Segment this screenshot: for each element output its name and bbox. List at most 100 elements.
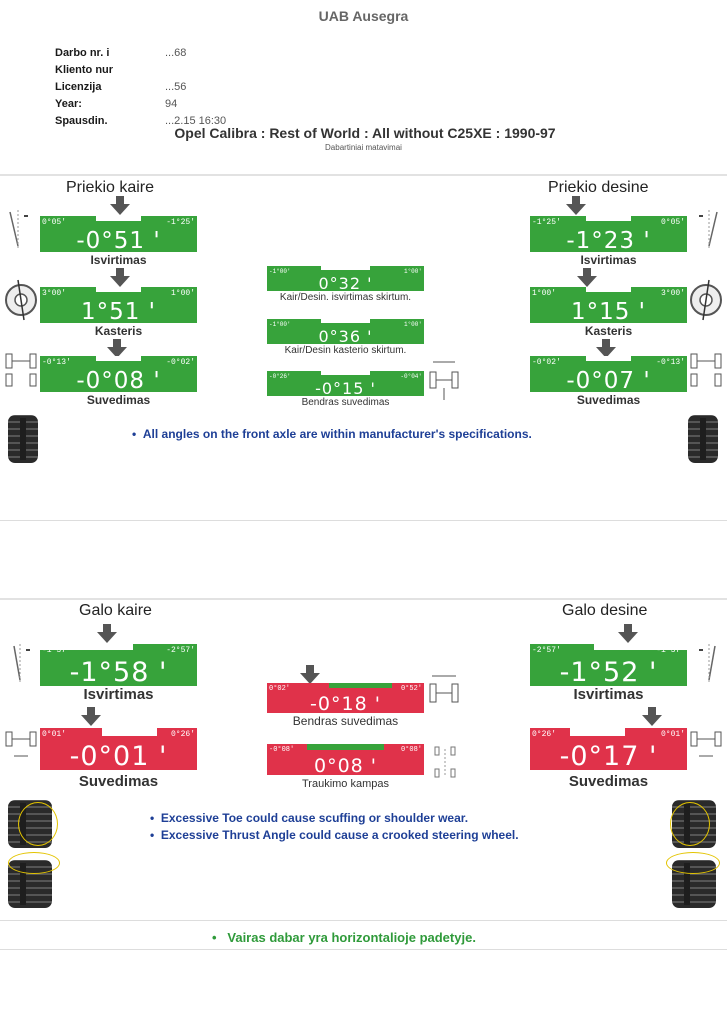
info-label: Year: <box>55 98 82 110</box>
front-caster-difference-gauge: -1°00' 1°00' 0°36 ' <box>267 319 424 344</box>
gauge-max: 0°05' <box>660 218 685 227</box>
gauge-max: 0°08' <box>400 746 422 754</box>
gauge-label: Bendras suvedimas <box>301 397 390 408</box>
gauge-max: 1°00' <box>403 268 422 275</box>
vehicle-title: Opel Calibra : Rest of World : All witho… <box>174 125 556 141</box>
gauge-label: Isvirtimas <box>580 253 637 267</box>
gauge-value: -0°07 ' <box>566 368 651 392</box>
gauge-max: -0°04' <box>400 373 422 380</box>
gauge-max: 3°00' <box>660 289 685 298</box>
front-left-caster-gauge: 3°00' 1°00' 1°51 ' <box>40 287 197 323</box>
gauge-label: Bendras suvedimas <box>292 714 399 728</box>
gauge-max: 1°00' <box>403 321 422 328</box>
gauge-value: -0°17 ' <box>559 741 658 770</box>
gauge-min: -0°26' <box>269 373 291 380</box>
tyre-wear-highlight <box>670 802 710 846</box>
info-label: Licenzija <box>55 81 102 93</box>
gauge-max: -2°57' <box>166 646 195 655</box>
toe-icon <box>690 353 722 387</box>
axle-icon <box>429 675 459 703</box>
gauge-value: -0°18 ' <box>310 693 381 713</box>
gauge-min: 0°26' <box>532 730 557 739</box>
gauge-min: 0°05' <box>42 218 67 227</box>
info-row: Darbo nr. i ...68 <box>55 45 226 62</box>
gauge-value: 0°36 ' <box>318 327 373 344</box>
camber-icon <box>13 644 30 682</box>
front-right-camber-gauge: -1°25' 0°05' -1°23 ' <box>530 216 687 252</box>
front-total-toe-gauge: -0°26' -0°04' -0°15 ' <box>267 371 424 396</box>
tolerance-notch <box>321 319 370 323</box>
steering-wheel-message: • Vairas dabar yra horizontalioje padety… <box>212 930 476 945</box>
tyre-wear-highlight <box>666 852 720 874</box>
info-row: Licenzija...56 <box>55 79 226 96</box>
gauge-label: Kasteris <box>584 324 633 338</box>
tolerance-notch <box>329 683 392 688</box>
divider <box>0 174 727 176</box>
gauge-label: Suvedimas <box>78 773 159 790</box>
measurements-subtitle: Dabartiniai matavimai <box>325 143 402 152</box>
tolerance-notch <box>307 744 384 750</box>
rear-left-camber-gauge: -1°37' -2°57' -1°58 ' <box>40 644 197 686</box>
gauge-label: Isvirtimas <box>573 686 644 703</box>
gauge-min: -1°00' <box>269 268 291 275</box>
rear-right-title: Galo desine <box>562 602 648 619</box>
front-left-camber-gauge: 0°05' -1°25' -0°51 ' <box>40 216 197 252</box>
gauge-value: -1°58 ' <box>69 657 168 686</box>
gauge-label: Kair/Desin. isvirtimas skirtum. <box>279 292 412 303</box>
gauge-min: -0°13' <box>42 358 71 367</box>
gauge-label: Kair/Desin kasterio skirtum. <box>284 345 407 356</box>
gauge-value: 0°32 ' <box>318 274 373 291</box>
thrust-angle-icon <box>434 746 456 778</box>
gauge-max: 0°01' <box>660 730 685 739</box>
gauge-min: -1°25' <box>532 218 561 227</box>
divider <box>0 598 727 600</box>
info-value: 94 <box>165 98 178 110</box>
gauge-min: -0°02' <box>532 358 561 367</box>
tyre-wear-highlight <box>8 852 60 874</box>
tolerance-notch <box>586 216 631 221</box>
camber-icon <box>699 644 716 682</box>
gauge-label: Traukimo kampas <box>301 778 389 790</box>
gauge-min: 3°00' <box>42 289 67 298</box>
info-value: ...68 <box>165 47 187 59</box>
rear-total-toe-gauge: 0°02' 0°52' -0°18 ' <box>267 683 424 713</box>
info-label: Spausdin. <box>55 115 108 127</box>
gauge-min: -1°37' <box>42 646 71 655</box>
gauge-min: -1°00' <box>269 321 291 328</box>
front-right-title: Priekio desine <box>548 179 649 196</box>
tyre-icon <box>688 415 718 463</box>
gauge-value: 1°51 ' <box>80 299 157 323</box>
gauge-value: -1°23 ' <box>566 228 651 252</box>
gauge-max: -0°02' <box>166 358 195 367</box>
footer-message-text: Vairas dabar yra horizontalioje padetyje… <box>227 930 476 945</box>
tyre-wear-highlight <box>18 802 58 846</box>
info-label: Darbo nr. i <box>55 47 110 59</box>
gauge-value: -0°08 ' <box>76 368 161 392</box>
tolerance-notch <box>586 356 631 361</box>
gauge-label: Suvedimas <box>86 393 151 407</box>
front-camber-difference-gauge: -1°00' 1°00' 0°32 ' <box>267 266 424 291</box>
divider <box>0 520 727 521</box>
gauge-value: -1°52 ' <box>559 657 658 686</box>
gauge-value: -0°51 ' <box>76 228 161 252</box>
gauge-min: -2°57' <box>532 646 561 655</box>
rear-thrust-angle-gauge: -0°08' 0°08' 0°08 ' <box>267 744 424 775</box>
rear-left-title: Galo kaire <box>79 602 152 619</box>
front-message-text: All angles on the front axle are within … <box>142 427 532 441</box>
tyre-icon <box>8 415 38 463</box>
front-right-caster-gauge: 1°00' 3°00' 1°15 ' <box>530 287 687 323</box>
info-row: Kliento nur <box>55 62 226 79</box>
gauge-min: -0°08' <box>269 746 295 754</box>
axle-icon <box>429 361 459 400</box>
info-value: ...2.15 16:30 <box>165 115 227 127</box>
gauge-value: -0°15 ' <box>315 379 376 396</box>
gauge-max: 0°26' <box>170 730 195 739</box>
tolerance-notch <box>102 728 157 736</box>
caster-icon <box>5 279 37 321</box>
rear-right-toe-gauge: 0°26' 0°01' -0°17 ' <box>530 728 687 770</box>
gauge-max: -1°37' <box>656 646 685 655</box>
gauge-label: Suvedimas <box>576 393 641 407</box>
front-left-toe-gauge: -0°13' -0°02' -0°08 ' <box>40 356 197 392</box>
caster-icon <box>690 279 722 321</box>
tolerance-notch <box>586 287 631 292</box>
